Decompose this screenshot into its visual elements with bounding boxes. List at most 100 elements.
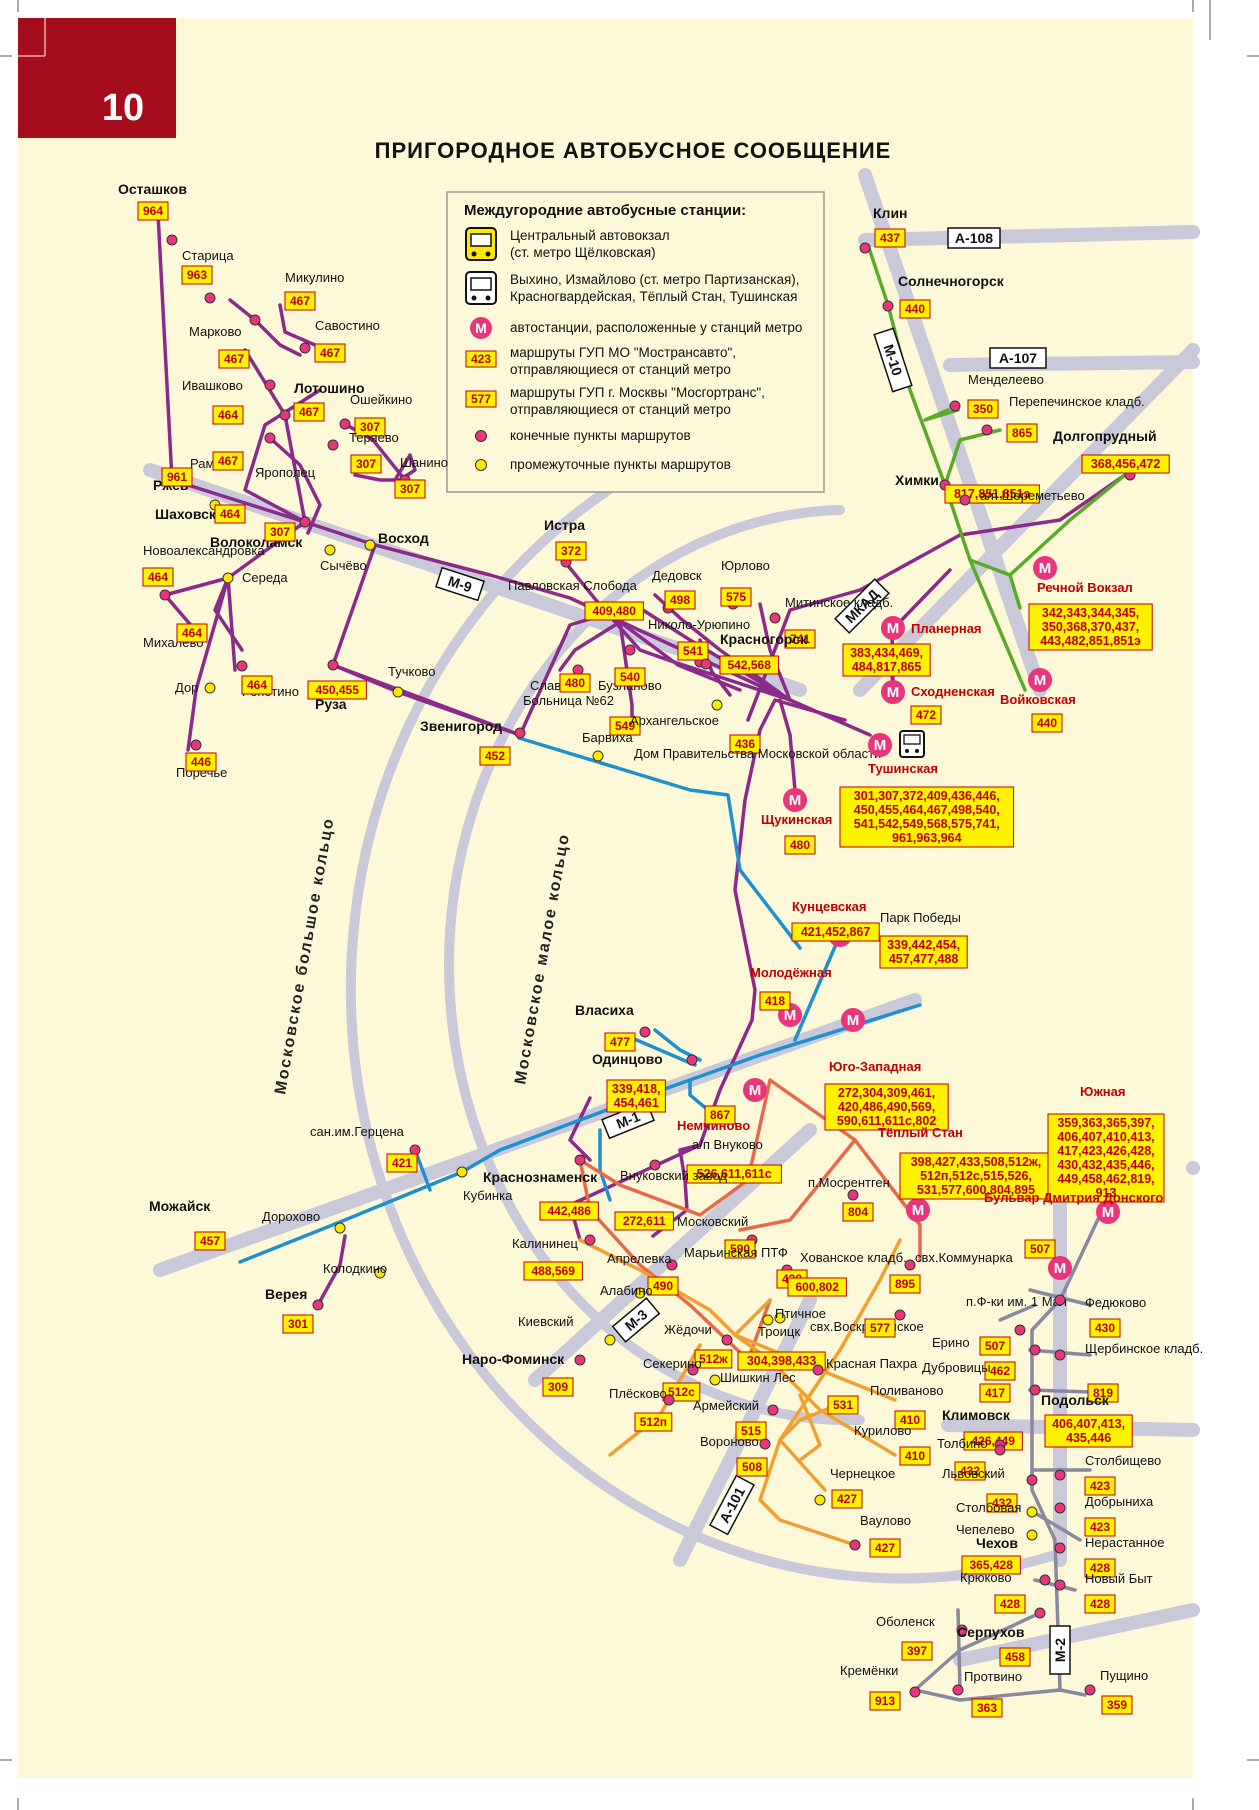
- svg-text:M: M: [475, 320, 487, 336]
- route-number-box: 350: [967, 399, 999, 419]
- intermediate-stop-icon: [1026, 1506, 1038, 1518]
- route-numbers: 464: [218, 408, 238, 422]
- route-number-box: 507: [979, 1336, 1011, 1356]
- route-numbers: 575: [726, 590, 746, 604]
- route-numbers: 963: [187, 268, 207, 282]
- metro-icon: M: [1096, 1200, 1120, 1224]
- intermediate-stop-icon: [334, 1222, 346, 1234]
- route-numbers: 817,851,851э: [954, 487, 1031, 501]
- place-label: Митинское кладб.: [785, 595, 893, 610]
- place-label: Павловская Слобода: [508, 578, 638, 593]
- terminal-stop-icon: [769, 612, 781, 624]
- terminal-stop-icon: [812, 1364, 824, 1376]
- metro-icon: M: [1028, 668, 1052, 692]
- legend-item-1-line-1: Красногвардейская, Тёплый Стан, Тушинска…: [510, 289, 797, 304]
- route-numbers: 526,611,611с: [697, 1167, 772, 1181]
- place-тучково: Тучково: [388, 664, 436, 698]
- route-number-box: 457: [194, 1231, 226, 1251]
- route-numbers: 467: [290, 294, 310, 308]
- route-number-box: 397: [901, 1641, 933, 1661]
- route-numbers: 531: [833, 1398, 853, 1412]
- terminal-stop-icon: [686, 1054, 698, 1066]
- place-label: Внуковский завод: [620, 1168, 727, 1183]
- terminal-stop-icon: [700, 658, 712, 670]
- terminal-stop-icon: [204, 292, 216, 304]
- route-numbers: 398,427,433,508,512ж,512п,512с,515,526,5…: [911, 1155, 1042, 1197]
- route-number-box: 526,611,611с: [686, 1164, 782, 1184]
- place-label: Федюково: [1085, 1295, 1146, 1310]
- route-numbers: 301: [288, 1317, 308, 1331]
- route-numbers: 307: [270, 525, 290, 539]
- svg-text:M: M: [1039, 560, 1052, 577]
- route-number-box: 895: [889, 1274, 921, 1294]
- place-label: Оболенск: [876, 1614, 935, 1629]
- route-numbers: 741: [790, 632, 810, 646]
- route-numbers: 359: [1107, 1698, 1127, 1712]
- route-numbers: 372: [561, 544, 581, 558]
- terminal-stop-icon: [1054, 1294, 1066, 1306]
- place-label: Армейский: [693, 1398, 759, 1413]
- place-label: Климовск: [942, 1407, 1011, 1423]
- terminal-stop-icon: [236, 660, 248, 672]
- place-label: Юго-Западная: [829, 1059, 921, 1074]
- metro-icon: M: [881, 616, 905, 640]
- route-numbers: 421: [392, 1156, 412, 1170]
- place-label: Савостино: [315, 318, 380, 333]
- route-number-box: 272,304,309,461,420,486,490,569,590,611,…: [824, 1083, 949, 1131]
- route-numbers: 464: [182, 626, 202, 640]
- terminal-stop-icon: [666, 1259, 678, 1271]
- place-label: Ивашково: [182, 378, 243, 393]
- place-label: а/п Внуково: [692, 1137, 763, 1152]
- route-numbers: 440: [1037, 716, 1057, 730]
- place-label: Восход: [378, 530, 429, 546]
- place-label: Львовский: [942, 1466, 1005, 1481]
- metro-icon: M: [1033, 556, 1057, 580]
- place-label: Сычёво: [320, 558, 367, 573]
- terminal-stop-icon: [649, 1159, 661, 1171]
- highway-m2: М-2: [1052, 1638, 1068, 1662]
- place-label: Чепелево: [956, 1522, 1015, 1537]
- place-label: Осташков: [118, 181, 187, 197]
- svg-text:M: M: [847, 1012, 860, 1029]
- terminal-stop-icon: [1034, 1607, 1046, 1619]
- place-label: Столбищево: [1085, 1453, 1161, 1468]
- route-number-box: 430: [1089, 1318, 1121, 1338]
- place-чепелево: Чепелево: [956, 1522, 1038, 1541]
- legend-sample-577: 577: [471, 392, 491, 406]
- route-number-box: 490: [647, 1276, 679, 1296]
- route-numbers: 480: [565, 676, 585, 690]
- route-numbers: 397: [907, 1644, 927, 1658]
- place-label: Шанино: [400, 455, 448, 470]
- route-number-box: 428: [1084, 1558, 1116, 1578]
- place-label: Тучково: [388, 664, 436, 679]
- place-федюково: Федюково 430: [1054, 1294, 1146, 1338]
- route-numbers: 490: [653, 1279, 673, 1293]
- intermediate-stop-icon: [374, 1267, 386, 1279]
- place-label: Дор: [175, 680, 198, 695]
- route-number-box: 446: [185, 752, 217, 772]
- route-numbers: 442,486: [548, 1204, 592, 1218]
- route-numbers: 350: [973, 402, 993, 416]
- route-numbers: 368,456,472: [1091, 457, 1161, 471]
- route-numbers: 421,452,867: [801, 925, 871, 939]
- place-дор: Дор: [175, 680, 216, 695]
- route-numbers: 498: [670, 593, 690, 607]
